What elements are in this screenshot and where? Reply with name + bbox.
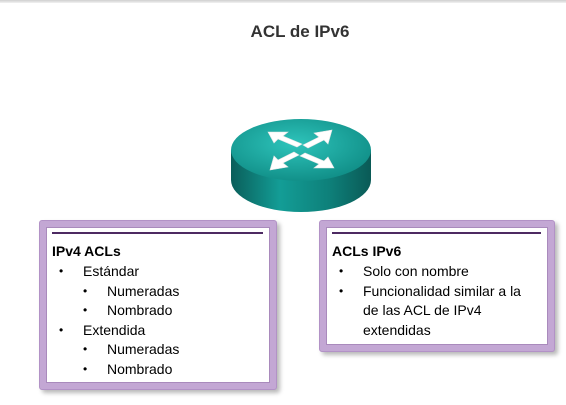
list-item: Funcionalidad similar a la — [332, 282, 541, 302]
top-border — [0, 0, 566, 3]
list-item: Numeradas — [52, 282, 263, 302]
list-item: Nombrado — [52, 301, 263, 321]
router-icon — [231, 119, 371, 212]
list-item-continuation: de las ACL de IPv4 — [363, 302, 482, 318]
ipv6-acl-list: Solo con nombre Funcionalidad similar a … — [332, 262, 541, 340]
list-item: Solo con nombre — [332, 262, 541, 282]
ipv6-acl-heading: ACLs IPv6 — [332, 243, 402, 259]
ipv4-acl-heading: IPv4 ACLs — [52, 243, 121, 259]
list-item: Extendida — [52, 321, 263, 341]
list-item: Estándar — [52, 262, 263, 282]
list-item: Nombrado — [52, 360, 263, 380]
list-item-continuation: extendidas — [363, 321, 431, 338]
ipv4-acl-list: Estándar Numeradas Nombrado Extendida Nu… — [52, 262, 263, 379]
ipv6-acl-panel-body: ACLs IPv6 Solo con nombre Funcionalidad … — [326, 227, 548, 345]
list-item: Numeradas — [52, 340, 263, 360]
ipv4-acl-panel-body: IPv4 ACLs Estándar Numeradas Nombrado Ex… — [46, 227, 270, 383]
page-title: ACL de IPv6 — [250, 22, 350, 41]
panel-divider — [52, 232, 263, 234]
ipv6-acl-panel: ACLs IPv6 Solo con nombre Funcionalidad … — [319, 220, 555, 352]
ipv4-acl-panel: IPv4 ACLs Estándar Numeradas Nombrado Ex… — [39, 220, 277, 390]
panel-divider — [332, 232, 541, 234]
